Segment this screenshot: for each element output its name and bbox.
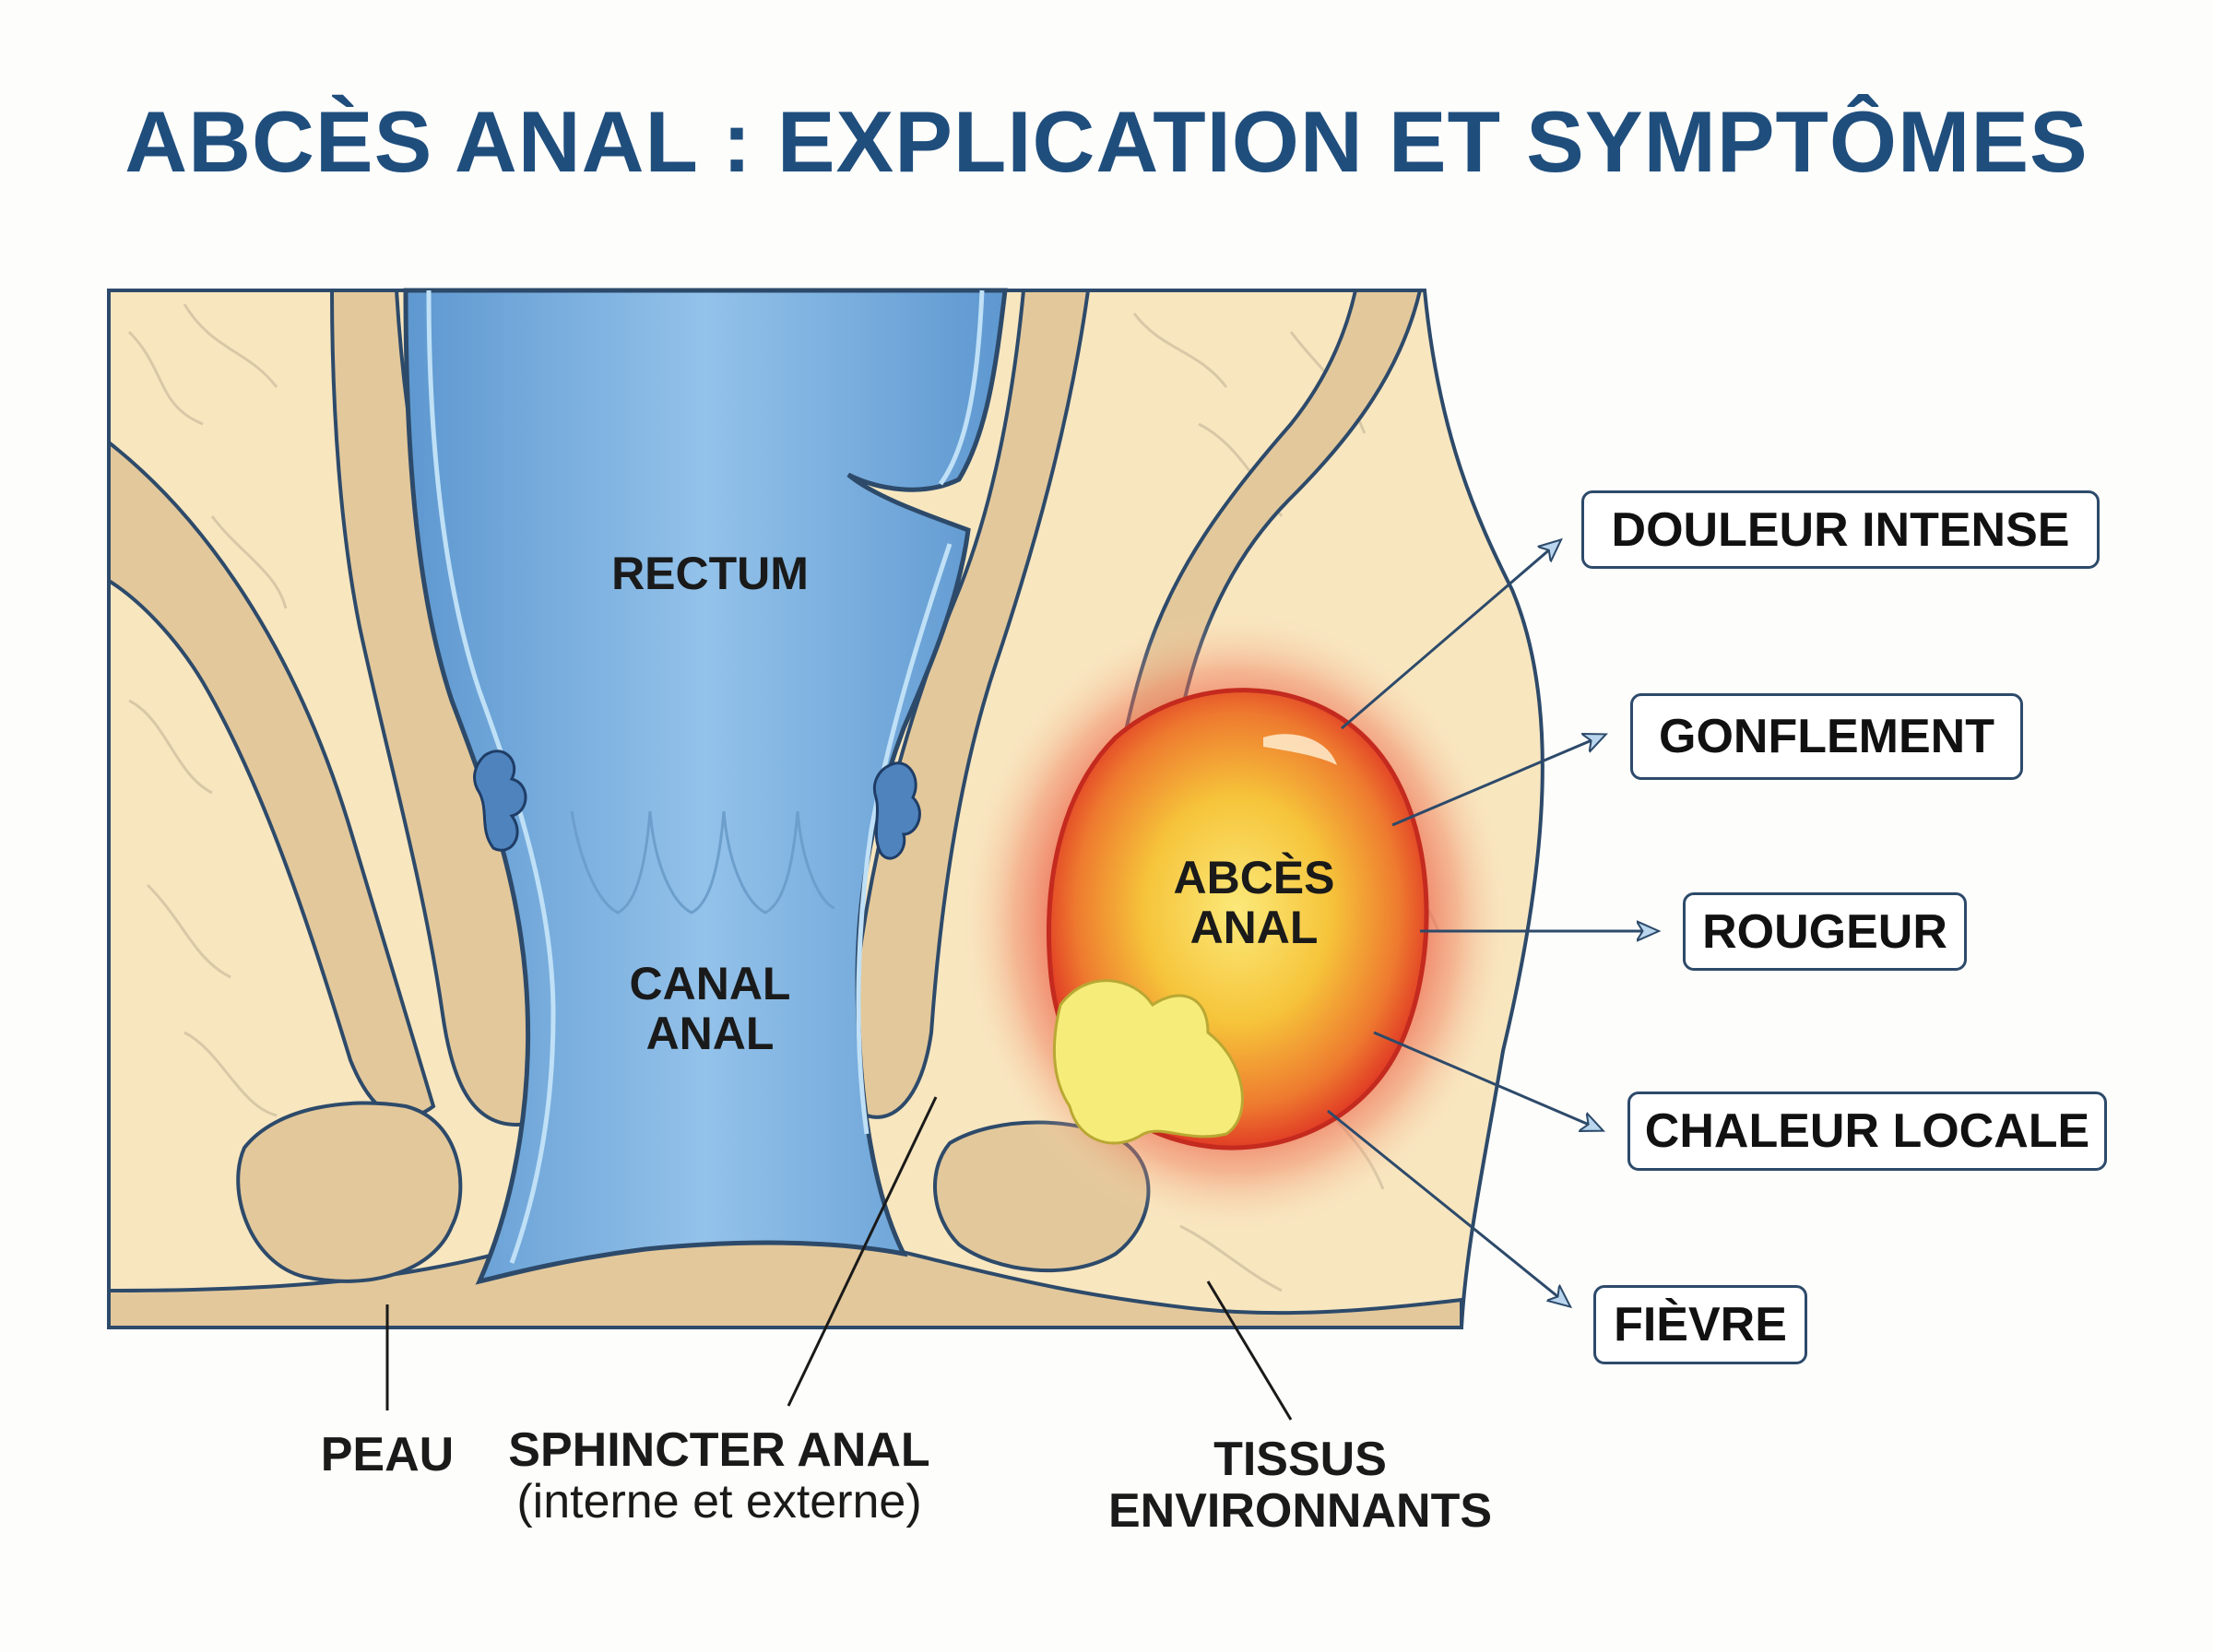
abscess-highlight [1263, 734, 1337, 765]
tissus-label-line2: ENVIRONNANTS [1107, 1484, 1493, 1539]
arrow-fievre [1327, 1109, 1568, 1304]
arrow-chaleur [1373, 1031, 1600, 1129]
symptom-chaleur-locale: CHALEUR LOCALE [1627, 1092, 2107, 1171]
external-sphincter-left [236, 1101, 463, 1283]
symptom-fievre: FIÈVRE [1593, 1285, 1807, 1364]
anal-canal-label-line1: CANAL [629, 958, 791, 1009]
canal-inner-wall-right [856, 289, 985, 1135]
rectum-label: RECTUM [611, 548, 809, 599]
callout-lines [385, 1096, 1293, 1421]
sphincter-label-line1: SPHINCTER ANAL [508, 1423, 930, 1477]
pus-pocket [1053, 979, 1244, 1145]
page-title: ABCÈS ANAL : EXPLICATION ET SYMPTÔMES [124, 93, 2089, 190]
abscess-label: ABCÈS ANAL [1143, 853, 1365, 952]
abscess-label-line1: ABCÈS [1173, 852, 1335, 903]
sphincter-label-line2: (interne et externe) [516, 1475, 922, 1529]
symptom-arrows [1327, 542, 1655, 1304]
symptom-gonflement: GONFLEMENT [1630, 693, 2023, 780]
symptom-rougeur: ROUGEUR [1683, 892, 1967, 971]
peau-label: PEAU [320, 1428, 455, 1481]
tissus-label: TISSUS ENVIRONNANTS [1060, 1434, 1540, 1537]
sphincter-label: SPHINCTER ANAL (interne et externe) [461, 1424, 977, 1528]
tissus-label-line1: TISSUS [1213, 1433, 1387, 1486]
callout-sphincter [787, 1096, 938, 1407]
anal-canal-label-line2: ANAL [645, 1008, 775, 1059]
symptom-douleur-intense: DOULEUR INTENSE [1581, 490, 2100, 569]
vein-clusters [473, 749, 921, 860]
arrow-douleur [1341, 542, 1558, 730]
arrow-gonflement [1391, 736, 1603, 827]
callout-tissus [1206, 1280, 1293, 1421]
abscess-label-line2: ANAL [1189, 902, 1319, 953]
anal-canal-label: CANAL ANAL [590, 959, 830, 1058]
anal-columns [570, 810, 835, 914]
